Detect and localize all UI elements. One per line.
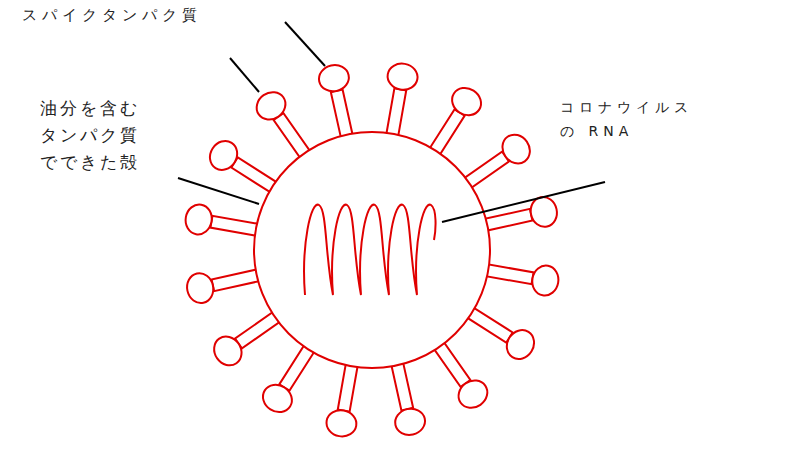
spikes [183, 61, 560, 438]
rna-coil [304, 205, 435, 295]
leader-line [178, 178, 259, 204]
shell [254, 132, 490, 368]
part-label: 油分を含む タンパク質 でできた殻 [40, 95, 158, 176]
part-label: スパイクタンパク質 [22, 4, 222, 26]
leader-line [285, 22, 325, 66]
part-label: コロナウイルス の RNA [560, 95, 700, 143]
leader-line [230, 58, 259, 92]
leader-line [442, 182, 605, 222]
leader-lines [178, 22, 605, 222]
